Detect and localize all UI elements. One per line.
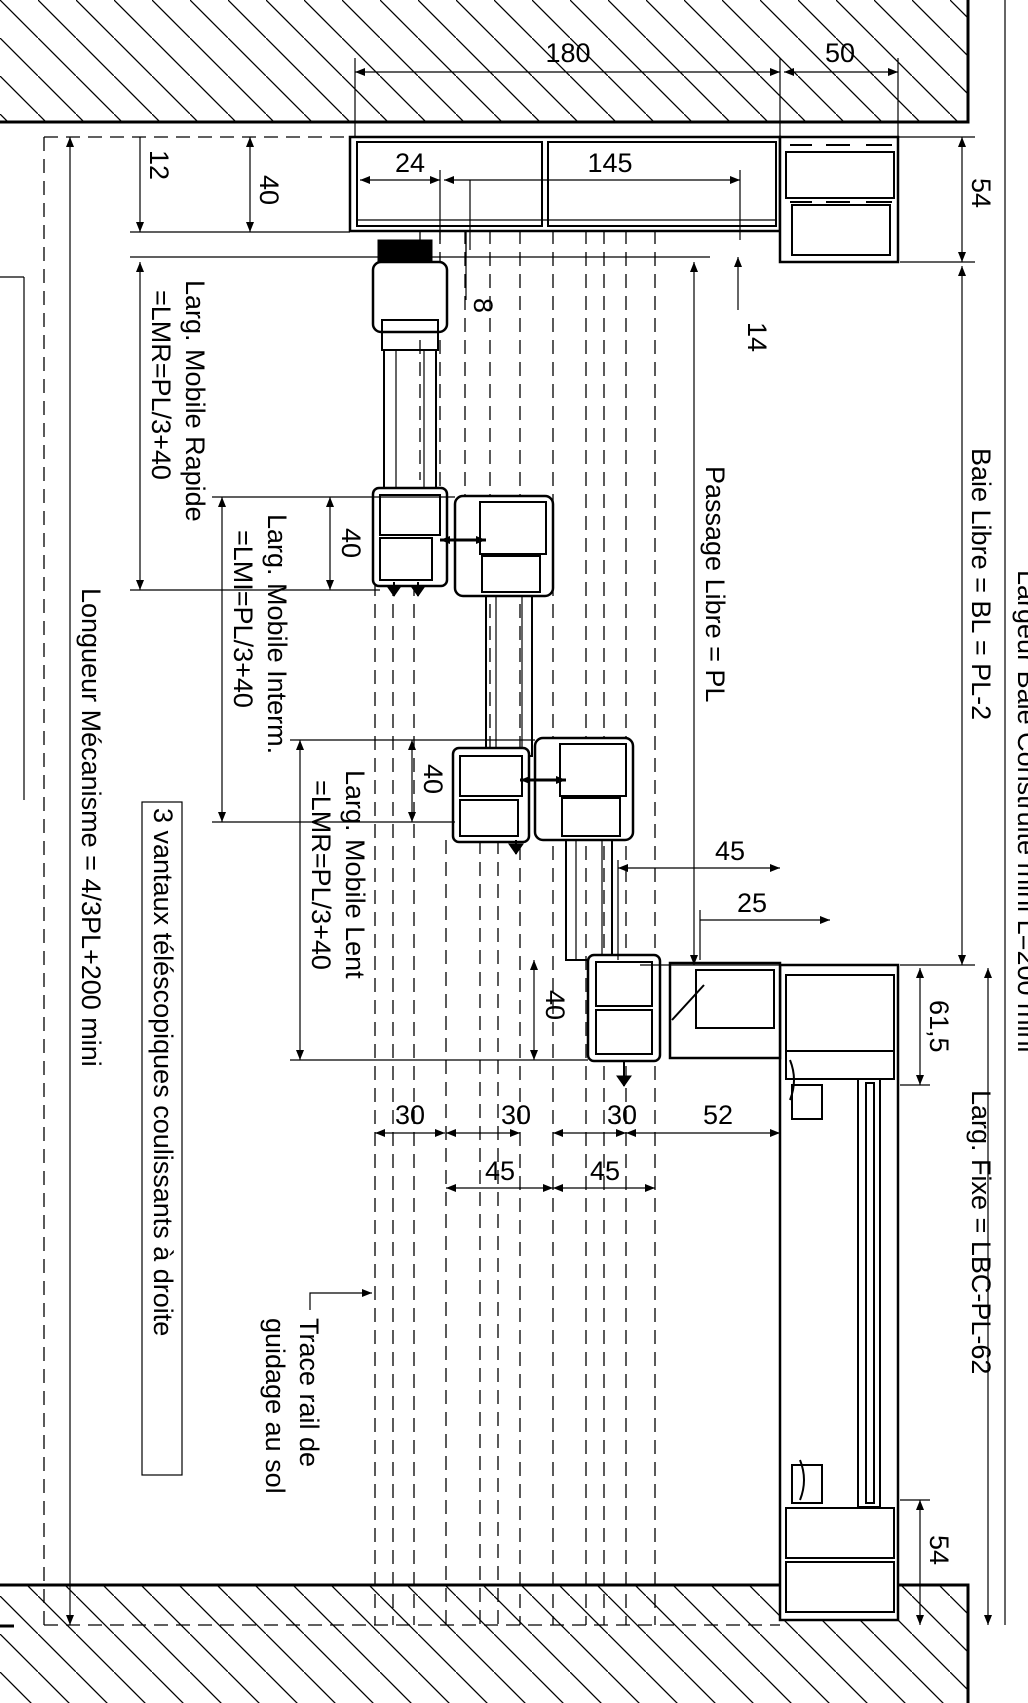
label-rail-2: guidage au sol [260, 1318, 290, 1494]
label-mobile-interm-2: =LMI=PL/3+40 [228, 530, 258, 708]
top-rail-profile [348, 135, 782, 233]
label-mobile-interm-1: Larg. Mobile Interm. [262, 514, 292, 754]
fixed-frame-top [778, 135, 900, 264]
dim-25: 25 [737, 888, 767, 918]
mechanism-envelope [43, 136, 780, 1626]
dim-61-5: 61,5 [924, 1000, 954, 1053]
leaf-fast [371, 239, 449, 588]
label-larg-fixe: Larg. Fixe = LBC-PL-62 [966, 1090, 996, 1374]
label-passage-libre: Passage Libre = PL [700, 466, 730, 702]
wall-top [0, 0, 970, 124]
dim-45c: 45 [590, 1156, 620, 1186]
dim-45a: 45 [715, 836, 745, 866]
label-baie-libre: Baie Libre = BL = PL-2 [966, 448, 996, 720]
dim-30a: 30 [395, 1100, 425, 1130]
dim-52: 52 [703, 1100, 733, 1130]
dim-145: 145 [587, 148, 632, 178]
dim-40a: 40 [254, 175, 284, 205]
labels: Largeur Baie Construite mini L=200 mini … [76, 280, 1028, 1494]
dim-54a: 54 [966, 178, 996, 208]
label-mobile-rapide-1: Larg. Mobile Rapide [180, 280, 210, 522]
label-mobile-lent-1: Larg. Mobile Lent [340, 770, 370, 979]
dim-45b: 45 [485, 1156, 515, 1186]
label-largeur-baie: Largeur Baie Construite mini L=200 mini [1012, 570, 1028, 1053]
label-vantaux: 3 vantaux téléscopiques coulissants à dr… [148, 808, 178, 1336]
fixed-frame-main [778, 963, 900, 1622]
dim-30c: 30 [607, 1100, 637, 1130]
rail-traces [374, 230, 656, 1625]
dim-14: 14 [742, 322, 772, 352]
movement-arrows [386, 536, 632, 1087]
dim-24: 24 [395, 148, 425, 178]
leaf-intermediate [451, 494, 555, 844]
dim-30b: 30 [501, 1100, 531, 1130]
sheet-border [0, 276, 25, 1628]
label-mobile-rapide-2: =LMR=PL/3+40 [146, 290, 176, 480]
label-rail-1: Trace rail de [294, 1318, 324, 1467]
dim-12: 12 [144, 150, 174, 180]
label-longueur-mecanisme: Longueur Mécanisme = 4/3PL+200 mini [76, 588, 106, 1067]
label-mobile-lent-2: =LMR=PL/3+40 [306, 780, 336, 970]
dim-40d: 40 [540, 990, 570, 1020]
dimension-lines [66, 0, 1006, 1625]
leaf-slow [533, 736, 782, 1063]
dim-50: 50 [825, 38, 855, 68]
dimension-texts: 180 50 24 145 12 40 8 14 54 40 40 40 45 … [144, 38, 996, 1565]
dim-40c: 40 [418, 764, 448, 794]
dim-8: 8 [468, 298, 498, 313]
dim-54b: 54 [924, 1535, 954, 1565]
dim-180: 180 [545, 38, 590, 68]
label-vantaux-box [141, 801, 183, 1476]
dim-40b: 40 [336, 528, 366, 558]
